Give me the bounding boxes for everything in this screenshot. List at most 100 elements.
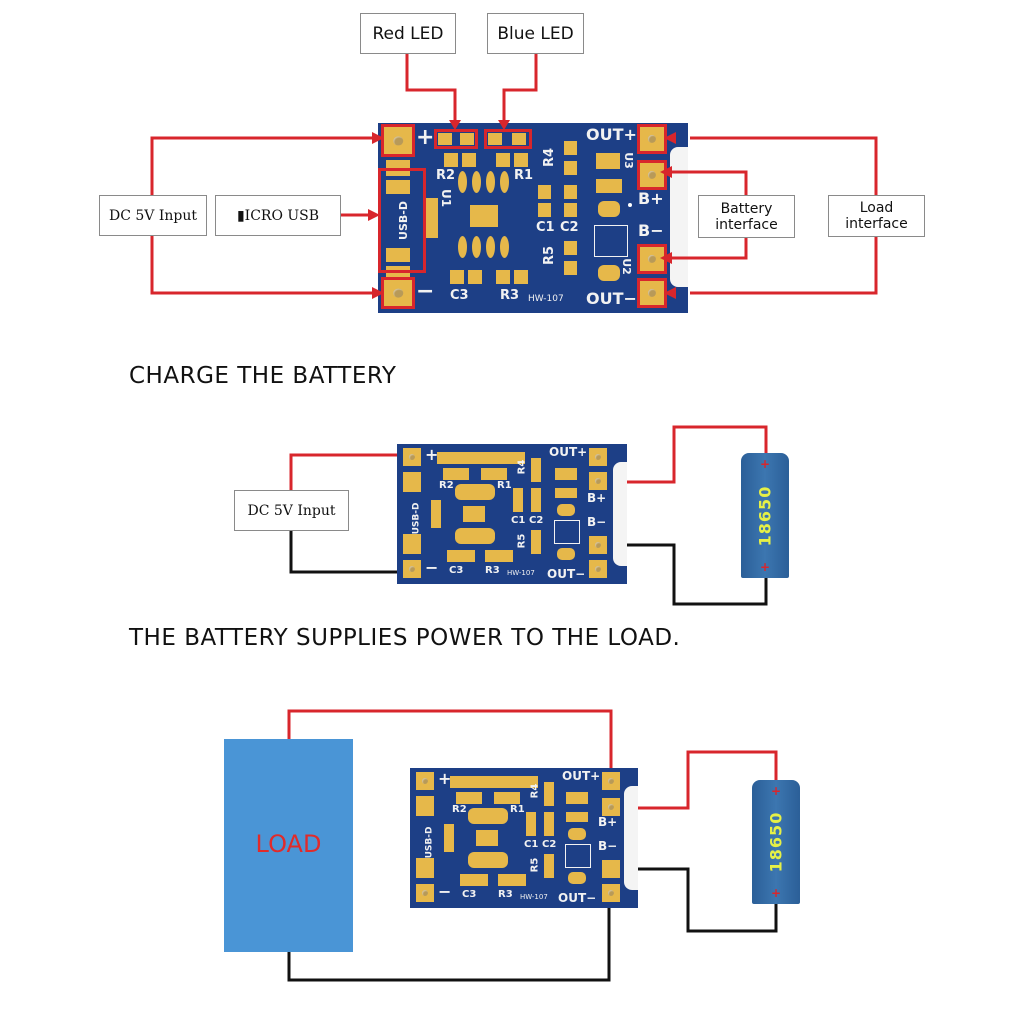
silk-r2: R2: [452, 804, 467, 815]
load-label: LOAD: [255, 830, 322, 858]
pad-out-minus: [589, 560, 607, 578]
pad-input-plus: [416, 772, 434, 790]
r5-pads: [531, 530, 541, 554]
blue-led-label: Blue LED: [487, 13, 584, 54]
cap-oval: [568, 872, 586, 884]
silk-r5: R5: [516, 533, 528, 549]
pad-b-plus: [637, 160, 667, 190]
pad-out-plus: [589, 448, 607, 466]
r5-pad-a: [564, 241, 577, 255]
u1-chip: [426, 198, 438, 238]
pad-out-plus: [637, 124, 667, 154]
pad-usb-4: [386, 266, 410, 280]
pad-b-minus: [637, 244, 667, 274]
c2-pads: [544, 812, 554, 836]
u3-pads: [596, 153, 620, 169]
wire-blue-led: [502, 54, 538, 128]
c3-pad-b: [468, 270, 482, 284]
r3-pad-b: [514, 270, 528, 284]
r1-pads: [481, 468, 507, 480]
dc-5v-input-box: DC 5V Input: [234, 490, 349, 531]
c1-pads: [513, 488, 523, 512]
chip-pads: [555, 488, 577, 498]
dc-5v-input-label: DC 5V Input: [99, 195, 207, 236]
ic-pins: [468, 852, 508, 868]
r2-pad-a: [444, 153, 458, 167]
pad-b-plus: [602, 798, 620, 816]
ic-pin: [458, 236, 467, 258]
pad-out-plus: [602, 772, 620, 790]
silk-model: HW-107: [507, 569, 535, 577]
silk-usb: USB-D: [411, 502, 422, 535]
silk-minus: −: [425, 558, 439, 577]
pad-input-minus: [403, 560, 421, 578]
battery-interface-line1: Battery: [720, 200, 773, 217]
r2-pads: [443, 468, 469, 480]
battery-label: 18650: [755, 485, 775, 546]
silk-usb: USB-D: [396, 201, 410, 240]
silk-c2: C2: [542, 839, 557, 850]
silk-c2: C2: [560, 220, 579, 235]
pcb-board-charge: + − USB-D R2 R1 C3 R3 HW-107 R4 C1 C2 R5…: [397, 444, 627, 584]
chip-pads: [596, 179, 622, 193]
load-interface-label: Load interface: [828, 195, 925, 237]
silk-r4: R4: [542, 147, 558, 168]
silk-b-plus: B+: [638, 189, 664, 208]
pad-b-plus: [589, 472, 607, 490]
pad-input-minus: [416, 884, 434, 902]
section-heading-charge: CHARGE THE BATTERY: [129, 363, 397, 389]
u2-outline: [594, 225, 628, 257]
c3-pads: [460, 874, 488, 886]
r5-pads: [544, 854, 554, 878]
silk-u1: U1: [439, 188, 454, 208]
c1-pad-b: [538, 203, 551, 217]
battery-18650-discharge: + 18650 +: [752, 780, 800, 904]
pad-usb: [403, 472, 421, 492]
battery-positive-terminal: +: [759, 457, 771, 471]
chip-pads: [566, 812, 588, 822]
load-interface-line1: Load: [859, 200, 894, 216]
r1-pads: [494, 792, 520, 804]
silk-r3: R3: [485, 565, 500, 576]
u2-outline: [554, 520, 580, 544]
wire-red-led: [405, 54, 457, 128]
red-led-pad-a: [438, 133, 452, 145]
silk-r3: R3: [500, 288, 520, 303]
silk-minus: −: [438, 882, 452, 901]
silk-c1: C1: [524, 839, 539, 850]
c2-pad-b: [564, 203, 577, 217]
c1-pads: [526, 812, 536, 836]
u1-chip: [444, 824, 454, 852]
wire-dc-minus: [150, 236, 380, 295]
silk-b-minus: B−: [638, 221, 664, 240]
silk-r5: R5: [529, 857, 541, 873]
blue-led-highlight: [484, 129, 532, 149]
pad-b-minus: [589, 536, 607, 554]
ic-pin: [500, 171, 509, 193]
silk-plus: +: [416, 125, 435, 150]
pcb-board-discharge: + − USB-D R2 R1 C3 R3 HW-107 R4 C1 C2 R5…: [410, 768, 638, 908]
u2-outline: [565, 844, 591, 868]
led-pads: [437, 452, 525, 464]
ic-thermal-pad: [470, 205, 498, 227]
wire-load-outplus: [690, 136, 878, 195]
silk-out-plus: OUT+: [586, 125, 637, 144]
pad-usb-3: [386, 248, 410, 262]
battery-positive-terminal: +: [770, 784, 782, 798]
battery-interface-line2: interface: [715, 216, 778, 233]
wire-load-outminus: [690, 237, 878, 295]
pcb-notch: [624, 786, 638, 890]
silk-out-plus: OUT+: [549, 445, 588, 459]
red-led-pad-b: [460, 133, 474, 145]
ic-pins: [455, 528, 495, 544]
silk-b-minus: B−: [598, 839, 618, 853]
silk-r3: R3: [498, 889, 513, 900]
r5-pad-b: [564, 261, 577, 275]
ic-pin: [472, 171, 481, 193]
silk-r1: R1: [510, 804, 525, 815]
pad-usb-2: [386, 180, 410, 194]
silk-minus: −: [416, 279, 435, 304]
load-interface-line2: interface: [845, 216, 908, 232]
pad-input-plus: [381, 124, 415, 157]
pad-b-minus: [602, 860, 620, 878]
